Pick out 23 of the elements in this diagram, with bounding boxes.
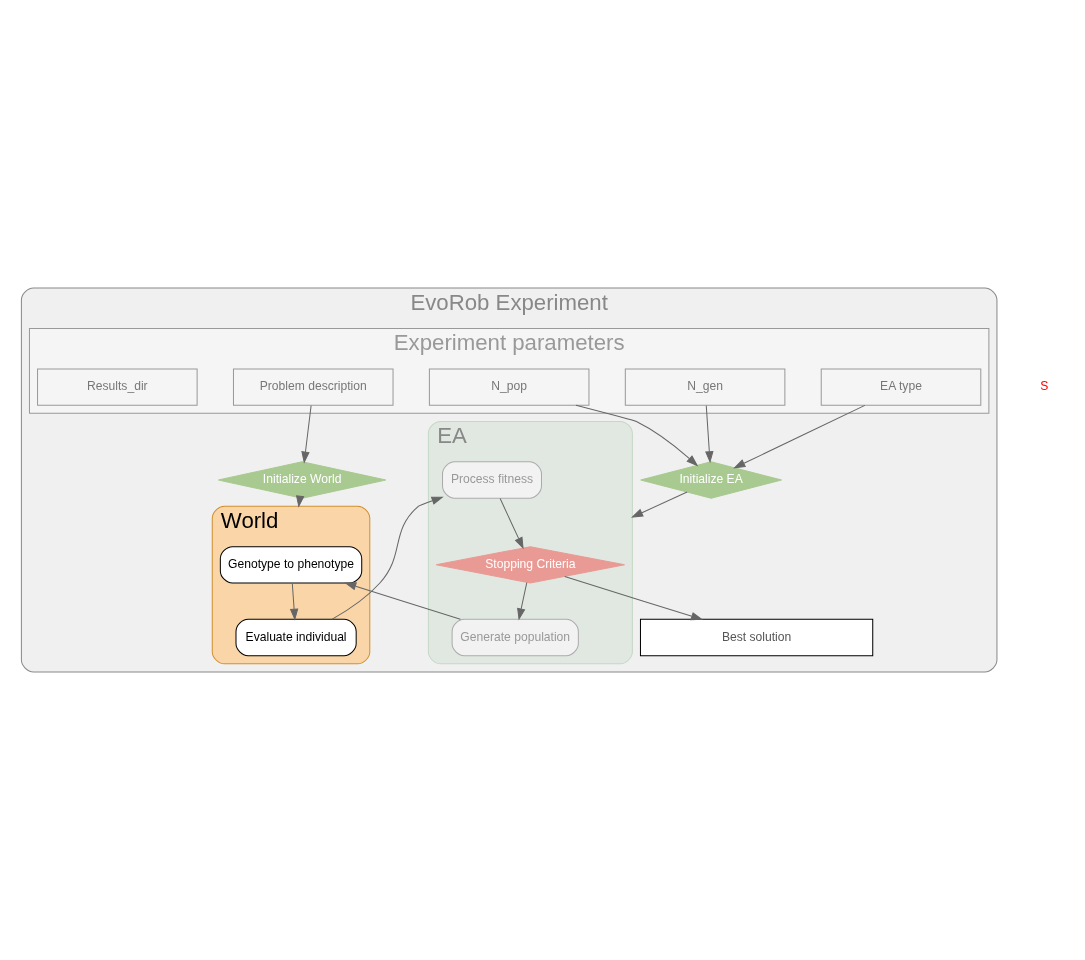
arrow xyxy=(631,491,688,518)
node-box: Best solution xyxy=(639,618,874,657)
arrow xyxy=(289,582,299,621)
node-box: Problem description xyxy=(232,368,394,406)
node-box: Results_dir xyxy=(37,368,198,406)
arrow xyxy=(575,404,699,467)
node-box: N_gen xyxy=(624,368,786,406)
arrow xyxy=(517,582,528,621)
node-diamond: Stopping Criteria xyxy=(435,546,626,584)
arrow xyxy=(499,498,524,550)
arrow xyxy=(344,582,461,620)
node-box: N_pop xyxy=(428,368,590,406)
node-box: Evaluate individual xyxy=(235,618,357,657)
node-box: EA type xyxy=(820,368,982,406)
label: S xyxy=(1040,379,1049,394)
arrow xyxy=(301,405,312,464)
arrow xyxy=(331,496,444,620)
arrow xyxy=(705,405,714,464)
arrow xyxy=(564,576,704,621)
node-box: Generate population xyxy=(451,618,579,657)
node-box: Process fitness xyxy=(442,461,542,499)
node-box: Genotype to phenotype xyxy=(219,546,363,584)
arrow xyxy=(733,404,866,469)
